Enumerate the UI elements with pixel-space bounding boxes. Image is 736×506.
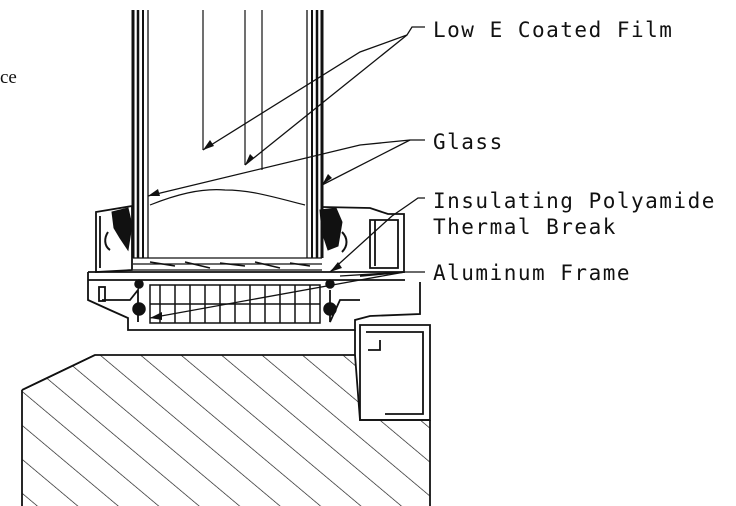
cut-off-text: ce [0,67,17,88]
label-insulating-polyamide: Insulating Polyamide [433,189,716,213]
glass-panes [131,10,324,258]
leader-arrowheads [148,140,342,320]
glazing-gaskets [104,207,348,253]
label-thermal-break: Thermal Break [433,215,617,239]
spacer-seal [133,257,322,271]
leader-lines [147,26,425,319]
label-low-e-coated-film: Low E Coated Film [433,18,673,42]
low-e-film [149,10,306,206]
wood-sill-hatch [22,355,430,506]
polyamide-thermal-break [132,279,337,324]
wood-sill-outline [21,354,430,506]
label-aluminum-frame: Aluminum Frame [433,261,631,285]
left-frame-profile [95,204,133,302]
label-glass: Glass [433,130,504,154]
